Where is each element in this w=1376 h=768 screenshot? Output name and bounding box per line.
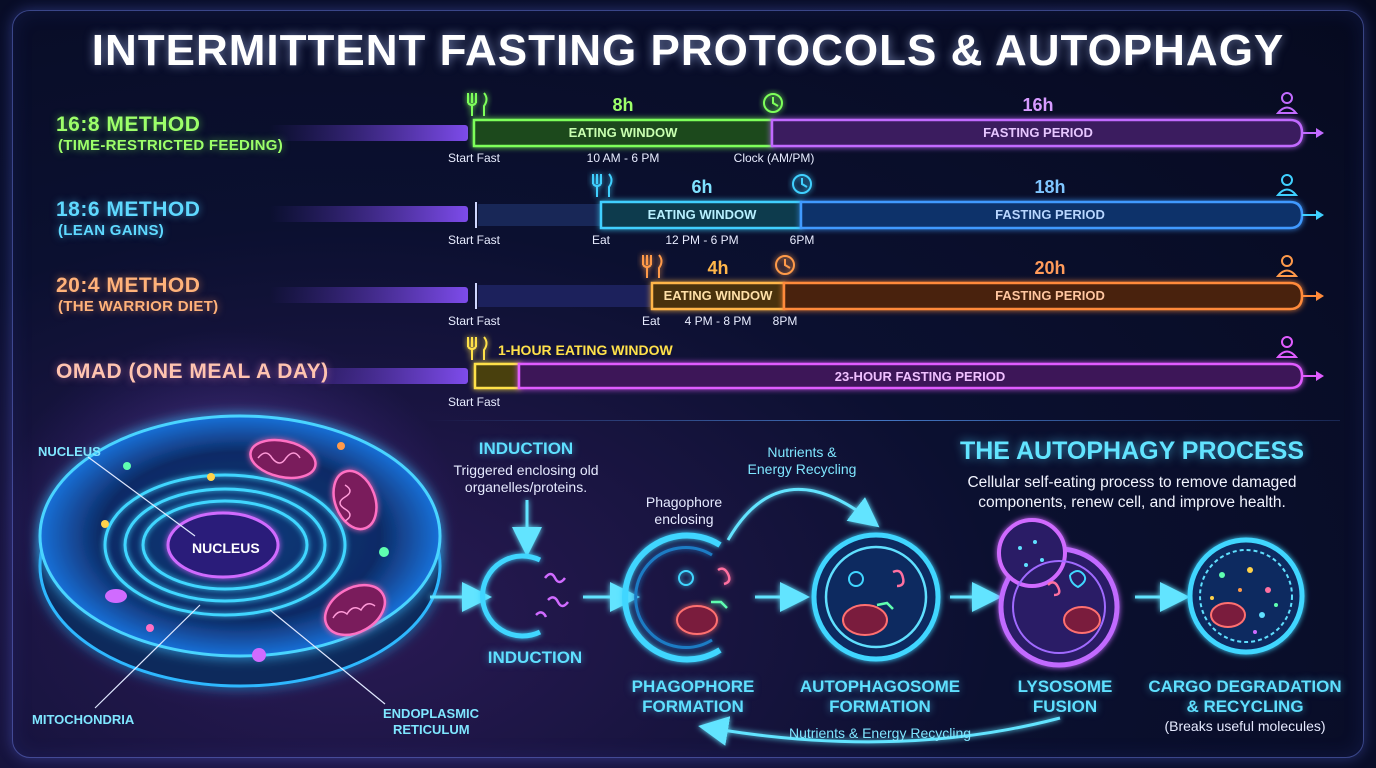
fasting-hours-20-4: 20h	[1034, 258, 1066, 278]
stage-lysosome-line1: LYSOSOME	[1017, 677, 1113, 696]
cell-label-nucleus-inner: NUCLEUS	[192, 540, 260, 556]
eating-window-18-6: EATING WINDOW	[647, 207, 757, 222]
cell-label-mitochondria: MITOCHONDRIA	[32, 712, 135, 727]
phagophore-note-line1: Phagophore	[645, 494, 723, 510]
stage-autophagosome-line1: AUTOPHAGOSOME	[799, 677, 961, 696]
cell-label-er-line1: ENDOPLASMIC	[383, 706, 480, 721]
method-20-4-name: 20:4 METHOD	[56, 274, 201, 297]
section-divider	[425, 420, 1340, 421]
label-hours-20-4: 4 PM - 8 PM	[684, 314, 752, 328]
method-16-8-subtitle: (TIME-RESTRICTED FEEDING)	[58, 137, 283, 154]
recycling-bottom: Nutrients & Energy Recycling	[788, 725, 972, 741]
label-eat-18-6: Eat	[591, 233, 611, 247]
clock-icon	[763, 93, 783, 113]
timeline-18-6	[270, 200, 1324, 230]
label-eat-20-4: Eat	[641, 314, 661, 328]
fork-knife-icon	[467, 92, 488, 116]
label-clock-16-8: Clock (AM/PM)	[733, 151, 815, 165]
recycling-top-line2: Energy Recycling	[747, 461, 857, 477]
phagophore-note-line2: enclosing	[654, 511, 714, 527]
fasting-period-omad: 23-HOUR FASTING PERIOD	[834, 369, 1006, 384]
autophagy-process-description: Cellular self-eating process to remove d…	[967, 474, 1297, 511]
eating-hours-20-4: 4h	[707, 258, 729, 278]
page-title: INTERMITTENT FASTING PROTOCOLS & AUTOPHA…	[91, 26, 1285, 75]
label-start-fast-20-4: Start Fast	[447, 314, 501, 328]
label-end-18-6: 6PM	[789, 233, 815, 247]
method-omad-name: OMAD (ONE MEAL A DAY)	[56, 360, 329, 383]
person-icon	[1275, 92, 1299, 114]
induction-desc-line1: Triggered enclosing old	[453, 462, 599, 478]
label-start-fast-18-6: Start Fast	[447, 233, 501, 247]
eating-hours-18-6: 6h	[691, 177, 713, 197]
person-icon	[1275, 255, 1299, 277]
fork-knife-icon	[642, 254, 663, 278]
eating-hours-16-8: 8h	[612, 95, 634, 115]
fasting-hours-18-6: 18h	[1034, 177, 1066, 197]
label-start-fast-omad: Start Fast	[447, 395, 501, 409]
autophagy-diagram	[430, 487, 1305, 746]
induction-title: INDUCTION	[478, 439, 574, 458]
method-18-6-name: 18:6 METHOD	[56, 198, 201, 221]
induction-label: INDUCTION	[487, 648, 583, 667]
stage-phagophore-line1: PHAGOPHORE	[631, 677, 755, 696]
stage-cargo-line1: CARGO DEGRADATION	[1148, 677, 1342, 696]
recycling-top-line1: Nutrients &	[767, 444, 837, 460]
clock-icon	[792, 174, 812, 194]
clock-icon	[775, 255, 795, 275]
cell-label-nucleus-outer: NUCLEUS	[38, 444, 101, 459]
fork-knife-icon	[467, 336, 488, 360]
induction-desc-line2: organelles/proteins.	[464, 479, 588, 495]
label-hours-16-8: 10 AM - 6 PM	[586, 151, 660, 165]
stage-phagophore-line2: FORMATION	[642, 697, 744, 716]
method-16-8-name: 16:8 METHOD	[56, 113, 201, 136]
label-start-fast-16-8: Start Fast	[447, 151, 501, 165]
stage-cargo-line2: & RECYCLING	[1186, 697, 1304, 716]
fasting-period-20-4: FASTING PERIOD	[995, 288, 1105, 303]
stage-lysosome-line2: FUSION	[1032, 697, 1098, 716]
person-icon	[1275, 174, 1299, 196]
cell-label-er-line2: RETICULUM	[393, 722, 470, 737]
fasting-period-16-8: FASTING PERIOD	[983, 125, 1093, 140]
timeline-omad	[270, 362, 1324, 390]
person-icon	[1275, 336, 1299, 358]
eating-window-omad: 1-HOUR EATING WINDOW	[498, 342, 673, 358]
fasting-hours-16-8: 16h	[1022, 95, 1054, 115]
stage-autophagosome-line2: FORMATION	[829, 697, 931, 716]
label-end-20-4: 8PM	[772, 314, 798, 328]
eating-window-20-4: EATING WINDOW	[663, 288, 773, 303]
timeline-20-4	[270, 281, 1324, 311]
label-hours-18-6: 12 PM - 6 PM	[665, 233, 739, 247]
method-20-4-subtitle: (THE WARRIOR DIET)	[58, 298, 219, 315]
eating-window-16-8: EATING WINDOW	[568, 125, 678, 140]
timeline-16-8	[270, 118, 1324, 148]
fasting-period-18-6: FASTING PERIOD	[995, 207, 1105, 222]
cell-illustration	[0, 330, 460, 710]
method-18-6-subtitle: (LEAN GAINS)	[58, 222, 165, 239]
fork-knife-icon	[592, 173, 613, 197]
cargo-note: (Breaks useful molecules)	[1164, 718, 1326, 734]
autophagy-process-title: THE AUTOPHAGY PROCESS	[959, 437, 1305, 465]
